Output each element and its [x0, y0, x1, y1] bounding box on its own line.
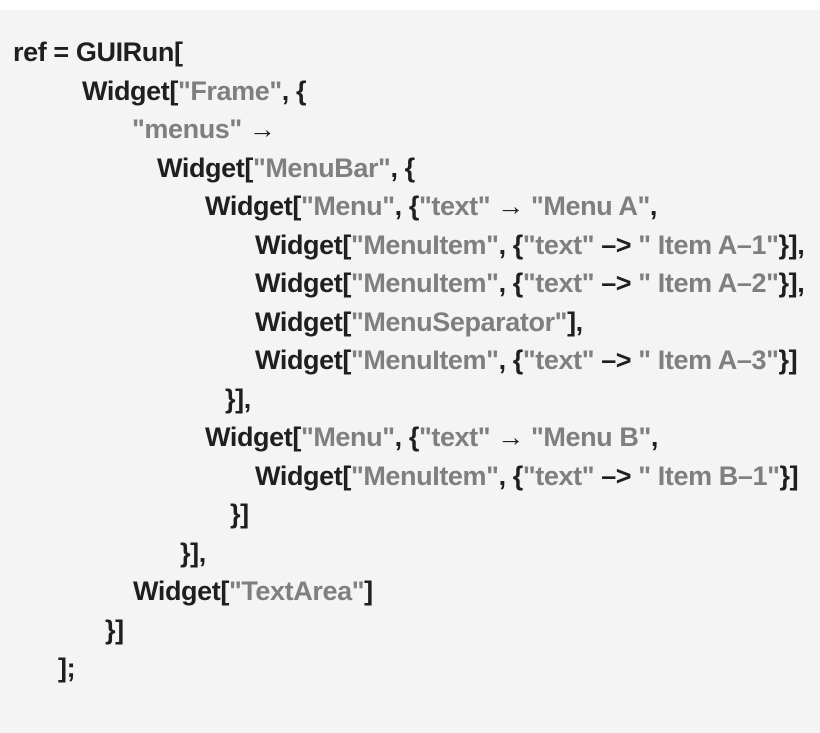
string-token: "text"	[522, 460, 595, 491]
string-token: "text"	[418, 422, 491, 452]
code-token: Widget[	[205, 422, 301, 452]
code-token: , {	[281, 75, 307, 106]
code-token: }]	[230, 499, 249, 529]
code-token: –>	[594, 268, 639, 298]
string-token: "Menu"	[300, 422, 395, 452]
code-token: →	[490, 422, 531, 452]
string-token: "MenuItem"	[350, 460, 499, 491]
code-token: , {	[498, 345, 524, 375]
code-token: →	[490, 191, 531, 221]
code-token: , {	[394, 191, 420, 221]
code-token: Widget[	[205, 191, 301, 221]
code-token: }]	[779, 460, 799, 491]
code-token: Widget[	[255, 268, 351, 298]
code-token: ]	[364, 576, 373, 606]
code-token: }],	[778, 268, 805, 298]
code-line: Widget["Menu", {"text" → "Menu B",	[205, 418, 820, 457]
string-token: "Menu A"	[530, 191, 650, 221]
string-token: "MenuItem"	[350, 268, 499, 298]
code-token: ];	[58, 653, 76, 683]
string-token: "MenuItem"	[350, 229, 499, 260]
code-token: Widget[	[255, 306, 351, 337]
code-token: }]	[105, 614, 124, 645]
code-listing: ref = GUIRun[Widget["Frame", {"menus" →W…	[0, 10, 820, 688]
code-token: }],	[225, 383, 251, 414]
code-line: Widget["MenuItem", {"text" –> " Item B–1…	[255, 457, 820, 496]
code-panel: ref = GUIRun[Widget["Frame", {"menus" →W…	[0, 10, 820, 733]
code-line: Widget["MenuItem", {"text" –> " Item A–1…	[255, 226, 820, 265]
string-token: "Menu"	[300, 191, 395, 221]
string-token: "text"	[522, 268, 595, 298]
string-token: " Item A–2"	[638, 268, 779, 298]
page-top-margin	[0, 0, 820, 10]
code-token: ref = GUIRun[	[13, 37, 183, 67]
code-token: –>	[594, 229, 639, 260]
code-line: }]	[105, 611, 820, 650]
string-token: " Item A–3"	[638, 345, 779, 375]
code-line: Widget["MenuItem", {"text" –> " Item A–2…	[255, 264, 820, 303]
string-token: " Item B–1"	[638, 460, 780, 491]
string-token: "text"	[418, 191, 491, 221]
string-token: "Frame"	[177, 75, 282, 106]
code-token: , {	[498, 268, 524, 298]
string-token: "MenuSeparator"	[350, 306, 568, 337]
code-token: , {	[394, 422, 420, 452]
code-token: }]	[778, 345, 798, 375]
code-token: ],	[567, 306, 583, 337]
string-token: "text"	[522, 229, 595, 260]
code-line: Widget["MenuBar", {	[157, 149, 820, 188]
code-line: }]	[230, 495, 820, 534]
code-token: Widget[	[255, 345, 351, 375]
code-line: Widget["MenuItem", {"text" –> " Item A–3…	[255, 341, 820, 380]
code-token: , {	[390, 152, 415, 183]
code-token: –>	[594, 345, 639, 375]
code-token: Widget[	[157, 152, 253, 183]
string-token: "MenuBar"	[252, 152, 391, 183]
code-token: –>	[594, 460, 639, 491]
code-token: Widget[	[255, 460, 351, 491]
code-line: Widget["MenuSeparator"],	[255, 303, 820, 342]
code-token: →	[241, 114, 276, 144]
code-token: }],	[180, 537, 206, 568]
code-line: "menus" →	[132, 110, 820, 149]
code-line: }],	[180, 534, 820, 573]
string-token: "TextArea"	[228, 576, 365, 606]
string-token: "text"	[522, 345, 595, 375]
code-line: ref = GUIRun[	[13, 33, 820, 72]
code-token: }],	[778, 229, 805, 260]
code-line: Widget["TextArea"]	[133, 572, 820, 611]
code-line: ];	[58, 649, 820, 688]
code-line: }],	[225, 380, 820, 419]
code-line: Widget["Frame", {	[82, 72, 820, 111]
string-token: "MenuItem"	[350, 345, 499, 375]
code-token: ,	[649, 191, 658, 221]
string-token: "menus"	[132, 114, 242, 144]
code-token: Widget[	[133, 576, 229, 606]
code-line: Widget["Menu", {"text" → "Menu A",	[205, 187, 820, 226]
code-token: Widget[	[255, 229, 351, 260]
string-token: " Item A–1"	[638, 229, 779, 260]
code-token: ,	[650, 422, 659, 452]
code-token: , {	[498, 460, 524, 491]
code-token: , {	[498, 229, 524, 260]
code-token: Widget[	[82, 75, 178, 106]
string-token: "Menu B"	[530, 422, 651, 452]
